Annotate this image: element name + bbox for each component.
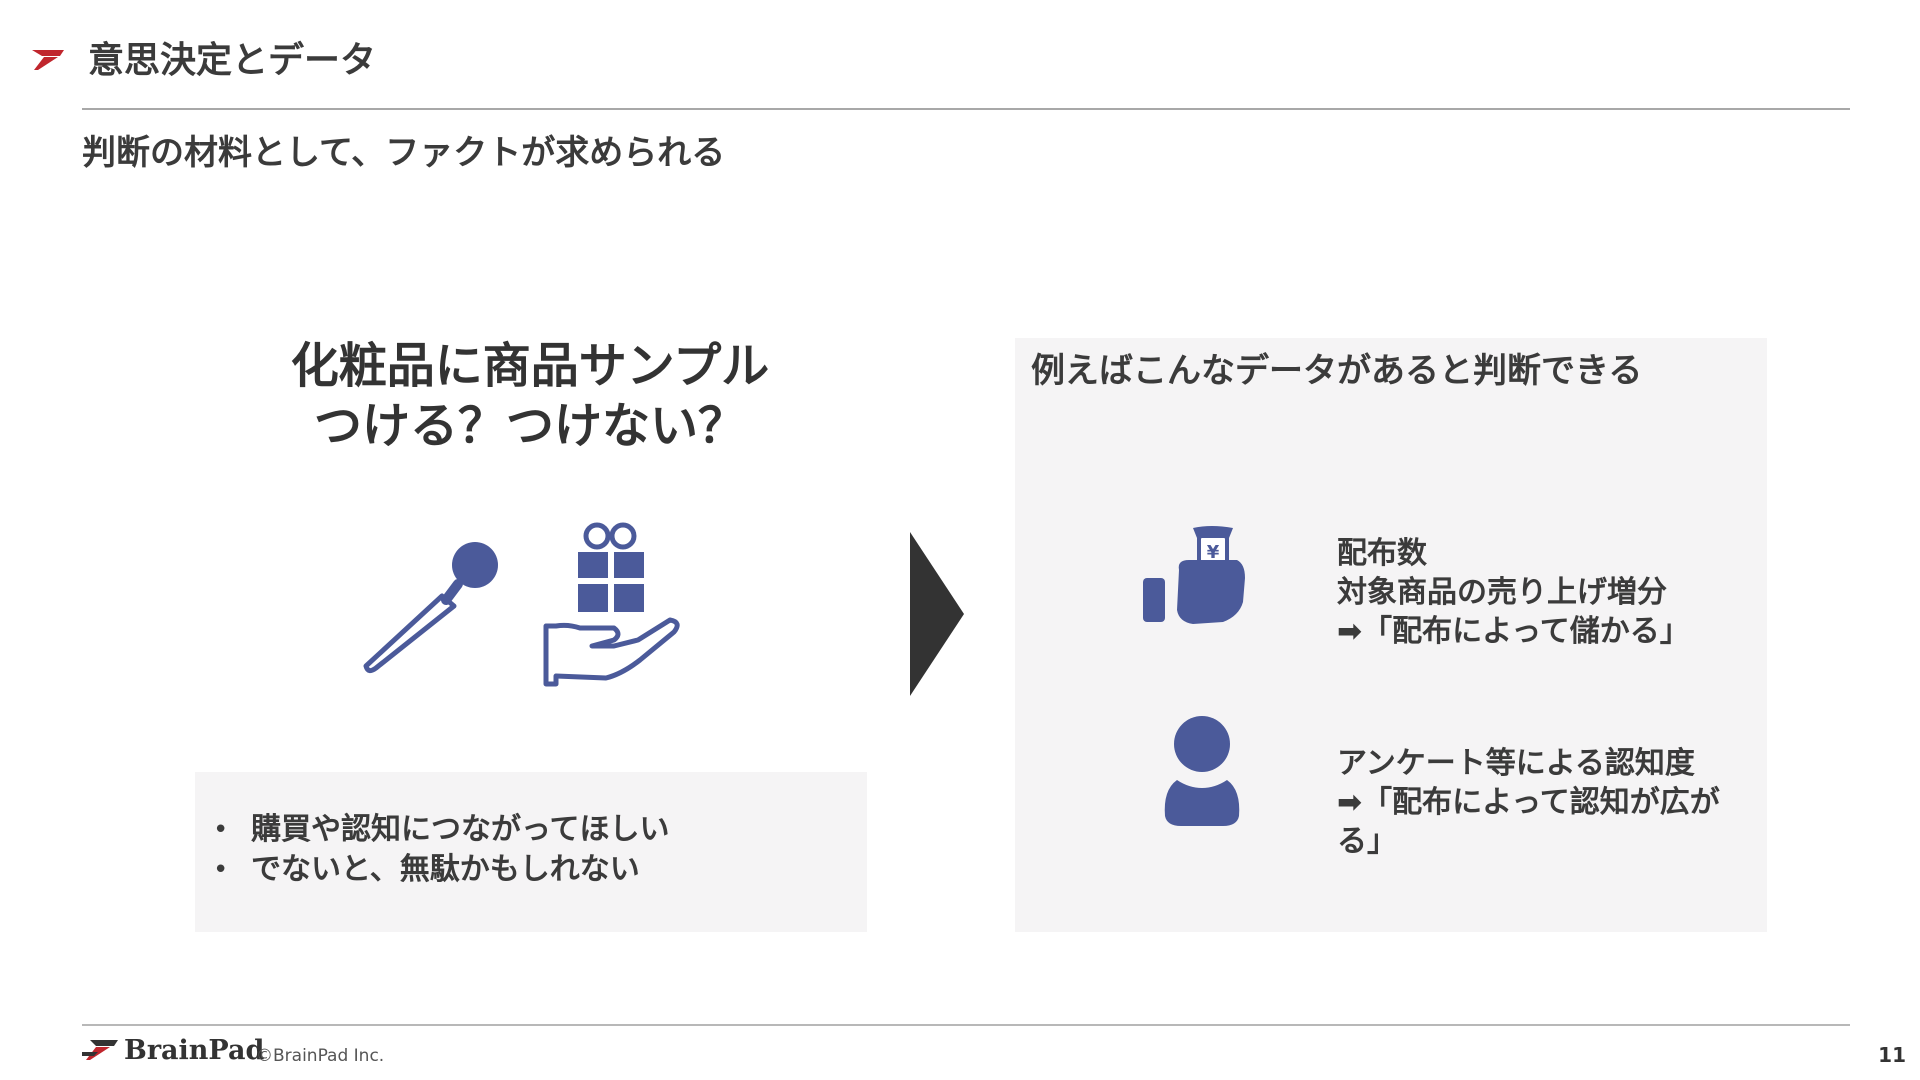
reason-list: 購買や認知につながってほしい でないと、無駄かもしれない xyxy=(213,810,670,890)
data-item-conclusion: ➡「配布によって認知が広がる」 xyxy=(1337,785,1720,859)
money-hand-icon: ¥ xyxy=(1143,526,1245,624)
question-heading: 化粧品に商品サンプル つける？つけない？ xyxy=(180,336,880,456)
data-item-sales: 配布数 対象商品の売り上げ増分 ➡「配布によって儲かる」 xyxy=(1337,534,1690,651)
brainpad-logo-mark-icon xyxy=(82,1040,118,1060)
chevron-right-arrow-icon xyxy=(910,532,964,696)
copyright-text: ©BrainPad Inc. xyxy=(256,1046,385,1066)
panel-title: 例えばこんなデータがあると判断できる xyxy=(1031,351,1643,391)
question-line-1: 化粧品に商品サンプル xyxy=(290,338,770,394)
footer-divider xyxy=(82,1024,1850,1026)
data-item-line: 配布数 xyxy=(1337,536,1427,571)
page-title: 意思決定とデータ xyxy=(88,40,377,81)
data-item-line: アンケート等による認知度 xyxy=(1337,746,1695,781)
question-line-2: つける？つけない？ xyxy=(313,398,746,454)
data-item-line: 対象商品の売り上げ増分 xyxy=(1337,575,1667,610)
gift-on-hand-icon xyxy=(543,522,680,687)
list-item: 購買や認知につながってほしい xyxy=(213,810,670,850)
page-number: 11 xyxy=(1878,1043,1906,1067)
makeup-brush-icon xyxy=(363,542,498,674)
list-item: でないと、無駄かもしれない xyxy=(213,850,670,890)
data-item-conclusion: ➡「配布によって儲かる」 xyxy=(1337,614,1690,649)
brand-logo-mark-icon xyxy=(32,50,64,70)
reason-box: 購買や認知につながってほしい でないと、無駄かもしれない xyxy=(195,772,867,932)
brand-name: BrainPad xyxy=(124,1035,265,1066)
person-icon xyxy=(1164,716,1240,826)
header-divider xyxy=(82,108,1850,110)
data-item-awareness: アンケート等による認知度 ➡「配布によって認知が広がる」 xyxy=(1337,744,1747,861)
slide-subtitle: 判断の材料として、ファクトが求められる xyxy=(82,133,726,173)
data-example-panel: 例えばこんなデータがあると判断できる ¥ 配布数 対象商品の売り上げ増分 ➡「配… xyxy=(1015,338,1767,932)
svg-text:¥: ¥ xyxy=(1207,542,1220,563)
